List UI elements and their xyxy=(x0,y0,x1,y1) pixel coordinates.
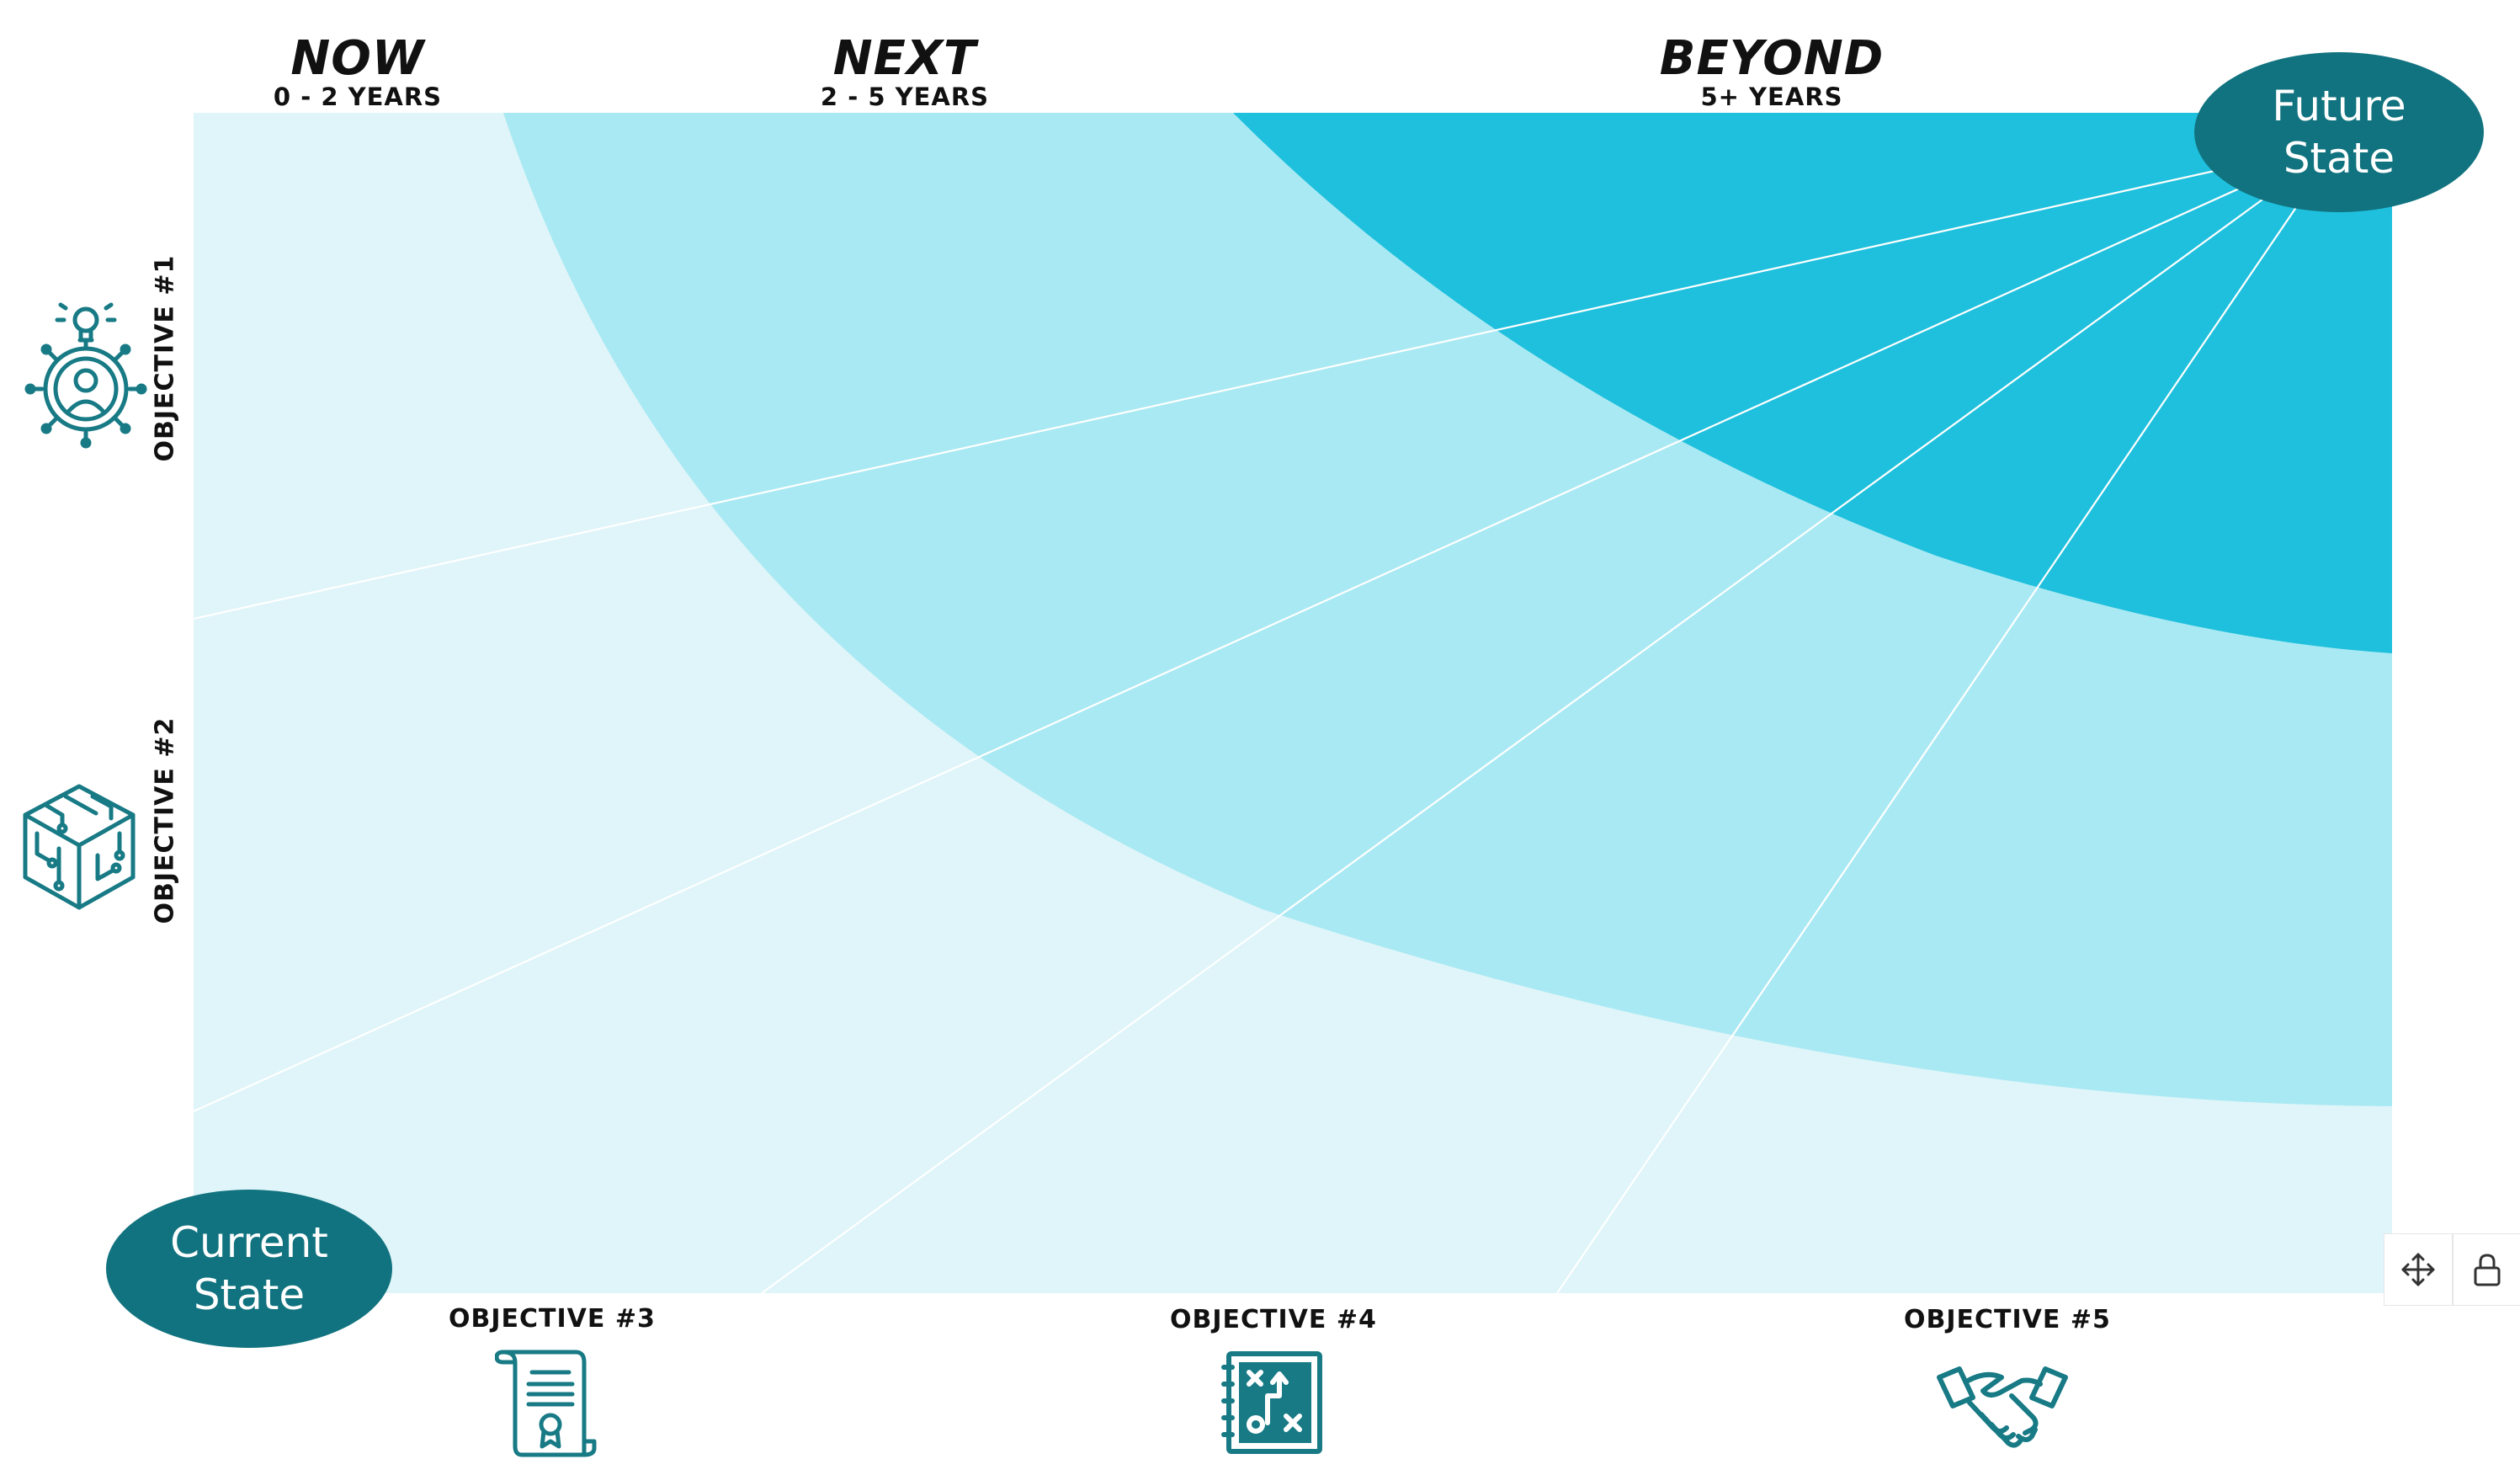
path-line-3 xyxy=(761,142,2341,1293)
phase-beyond: BEYOND 5+ YEARS xyxy=(1603,31,1940,111)
path-line-2 xyxy=(194,141,2341,1113)
move-button[interactable] xyxy=(2384,1233,2453,1306)
handshake-icon xyxy=(1937,1366,2068,1448)
lock-button[interactable] xyxy=(2453,1233,2520,1306)
objective-4-label: OBJECTIVE #4 xyxy=(1170,1305,1377,1334)
current-state-oval[interactable]: Current State xyxy=(106,1190,392,1348)
phase-name: NOW xyxy=(290,31,425,86)
phase-now: NOW 0 - 2 YEARS xyxy=(223,31,492,111)
strategy-board-icon xyxy=(1221,1351,1322,1454)
move-icon xyxy=(2401,1253,2435,1286)
phase-next: NEXT 2 - 5 YEARS xyxy=(770,31,1039,111)
phase-years: 2 - 5 YEARS xyxy=(820,83,990,111)
objective-2-label: OBJECTIVE #2 xyxy=(150,716,180,924)
path-line-1 xyxy=(194,141,2341,620)
path-line-4 xyxy=(1556,142,2341,1293)
phase-years: 0 - 2 YEARS xyxy=(273,83,443,111)
phase-name: BEYOND xyxy=(1659,31,1885,86)
future-state-oval[interactable]: Future State xyxy=(2194,52,2484,212)
objective-3-label: OBJECTIVE #3 xyxy=(449,1304,656,1334)
beyond-band xyxy=(1233,113,2392,653)
lock-icon xyxy=(2474,1254,2501,1286)
phase-years: 5+ YEARS xyxy=(1700,83,1843,111)
circuit-cube-icon xyxy=(23,784,136,910)
idea-person-network-icon xyxy=(24,302,147,449)
path-lines xyxy=(194,141,2341,1293)
phase-name: NEXT xyxy=(832,31,977,86)
certificate-scroll-icon xyxy=(495,1350,597,1457)
objective-1-label: OBJECTIVE #1 xyxy=(150,254,180,462)
objective-5-label: OBJECTIVE #5 xyxy=(1904,1305,2111,1334)
